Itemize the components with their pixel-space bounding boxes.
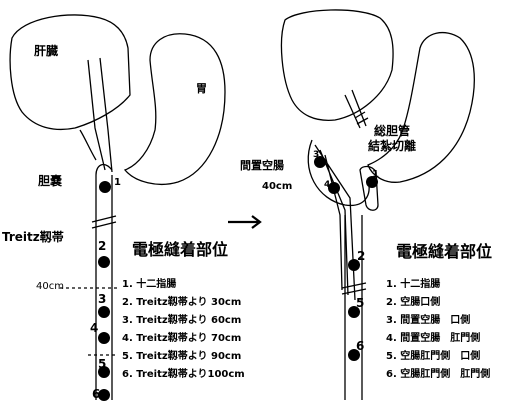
list-item: 4. Treitz靱帯より 70cm [122,334,245,352]
list-item: 1. 十二指腸 [386,280,490,298]
gallbladder-label: 胆嚢 [38,175,62,187]
left-electrode-3 [98,306,110,318]
left-electrode-number: 4 [90,322,98,334]
left-measure-label: 40cm [36,282,64,292]
left-electrode-4 [98,332,110,344]
right-arrow-icon [228,216,260,228]
list-item: 4. 間置空腸 肛門側 [386,334,490,352]
left-gallbladder [80,130,96,160]
right-electrode-number: 4 [324,181,330,190]
right-electrode-number: 5 [356,297,364,309]
list-item: 1. 十二指腸 [122,280,245,298]
list-item: 2. 空腸口側 [386,298,490,316]
left-electrode-1 [99,181,111,193]
list-item: 3. 間置空腸 口側 [386,316,490,334]
left-electrode-number: 1 [114,178,121,188]
bile-duct-label: 総胆管 [374,125,410,137]
right-stomach-outline [368,33,474,183]
right-electrode-number: 3 [313,151,319,160]
list-item: 5. 空腸肛門側 口側 [386,352,490,370]
interposed-label: 間置空腸 [240,160,284,171]
left-stomach-outline [125,34,225,185]
right-electrode-number: 6 [356,340,364,352]
list-item: 6. Treitz靱帯より100cm [122,370,245,388]
treitz-label: Treitz靱帯 [2,231,64,243]
list-item: 5. Treitz靱帯より 90cm [122,352,245,370]
left-site-list: 1. 十二指腸 2. Treitz靱帯より 30cm 3. Treitz靱帯より… [122,280,245,388]
left-liver-outline [10,15,130,130]
ligation-label: 結紮切離 [368,140,416,152]
list-item: 6. 空腸肛門側 肛門側 [386,370,490,388]
left-title: 電極縫着部位 [132,242,228,258]
left-electrode-2 [98,256,110,268]
right-electrode-number: 2 [357,250,365,262]
list-item: 3. Treitz靱帯より 60cm [122,316,245,334]
right-electrode-number: 1 [372,170,379,180]
list-item: 2. Treitz靱帯より 30cm [122,298,245,316]
stomach-label: 胃 [196,83,207,94]
interposed-length-label: 40cm [262,182,292,192]
left-electrode-number: 5 [98,358,106,370]
left-electrode-number: 6 [92,388,100,400]
right-title: 電極縫着部位 [396,244,492,260]
right-liver-outline [281,10,393,120]
right-mesentery [315,145,355,300]
left-electrode-number: 2 [98,240,106,252]
left-electrode-number: 3 [98,293,106,305]
liver-label: 肝臓 [34,45,58,57]
right-site-list: 1. 十二指腸 2. 空腸口側 3. 間置空腸 口側 4. 間置空腸 肛門側 5… [386,280,490,388]
